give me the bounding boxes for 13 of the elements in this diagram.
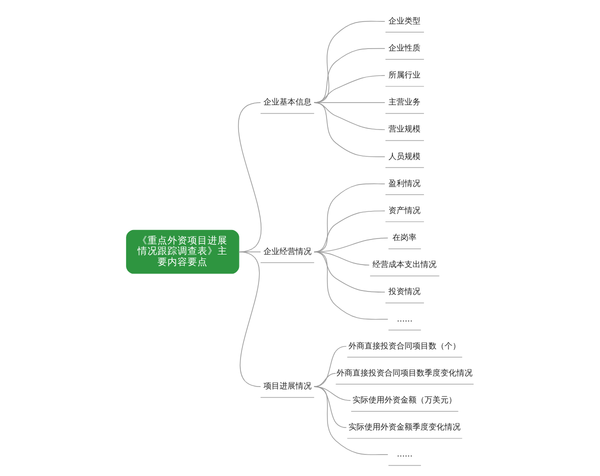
connector [314, 386, 388, 456]
node-box: 《重点外资项目进展情况跟踪调查表》主要内容要点 [126, 230, 240, 274]
connector [314, 251, 388, 320]
connector [314, 75, 386, 103]
connector [314, 20, 386, 103]
connector [314, 210, 386, 252]
connector [238, 102, 262, 252]
connector [314, 48, 386, 103]
connector [238, 251, 261, 387]
connector [314, 373, 336, 387]
connector [314, 183, 386, 252]
connector [314, 346, 347, 387]
connector [314, 102, 386, 158]
